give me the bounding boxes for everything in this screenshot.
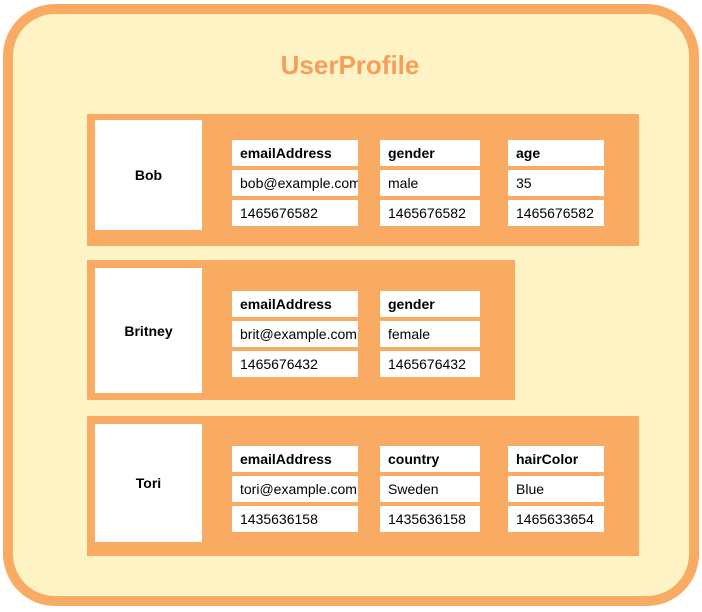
column-name-cell: age bbox=[508, 140, 604, 166]
column-value-cell: female bbox=[380, 321, 480, 347]
column-timestamp-cell: 1465676582 bbox=[508, 200, 604, 226]
row-key-label: Bob bbox=[134, 167, 163, 183]
column-name-cell: emailAddress bbox=[232, 446, 358, 472]
column-name-cell: emailAddress bbox=[232, 140, 358, 166]
panel-title: UserProfile bbox=[280, 50, 420, 80]
column-name-cell: emailAddress bbox=[232, 291, 358, 317]
row-key-box-tori: Tori bbox=[95, 424, 202, 542]
column-value-cell: 35 bbox=[508, 170, 604, 196]
column-value-cell: Blue bbox=[508, 476, 604, 502]
column-name-cell: gender bbox=[380, 140, 480, 166]
row-tori: Tori emailAddress tori@example.com 14356… bbox=[87, 416, 639, 556]
column-value-cell: Sweden bbox=[380, 476, 480, 502]
column-name-cell: gender bbox=[380, 291, 480, 317]
column-group-gender: gender male 1465676582 bbox=[380, 140, 480, 226]
column-group-age: age 35 1465676582 bbox=[508, 140, 604, 226]
column-timestamp-cell: 1465676582 bbox=[380, 200, 480, 226]
column-timestamp-cell: 1435636158 bbox=[232, 506, 358, 532]
column-value-cell: bob@example.com bbox=[232, 170, 358, 196]
column-name-cell: country bbox=[380, 446, 480, 472]
column-timestamp-cell: 1465676582 bbox=[232, 200, 358, 226]
column-value-cell: tori@example.com bbox=[232, 476, 358, 502]
column-group-emailaddress: emailAddress bob@example.com 1465676582 bbox=[232, 140, 358, 226]
row-key-box-britney: Britney bbox=[95, 268, 202, 393]
row-bob: Bob emailAddress bob@example.com 1465676… bbox=[87, 114, 639, 246]
column-group-country: country Sweden 1435636158 bbox=[380, 446, 480, 532]
column-name-cell: hairColor bbox=[508, 446, 604, 472]
column-timestamp-cell: 1435636158 bbox=[380, 506, 480, 532]
column-group-gender: gender female 1465676432 bbox=[380, 291, 480, 377]
column-group-emailaddress: emailAddress tori@example.com 1435636158 bbox=[232, 446, 358, 532]
column-value-cell: male bbox=[380, 170, 480, 196]
column-timestamp-cell: 1465676432 bbox=[380, 351, 480, 377]
row-key-label: Tori bbox=[135, 475, 162, 491]
row-key-label: Britney bbox=[124, 322, 173, 339]
row-britney: Britney emailAddress brit@example.com 14… bbox=[87, 260, 515, 400]
userprofile-panel: UserProfile Bob emailAddress bob@example… bbox=[3, 4, 699, 606]
column-group-emailaddress: emailAddress brit@example.com 1465676432 bbox=[232, 291, 358, 377]
column-group-haircolor: hairColor Blue 1465633654 bbox=[508, 446, 604, 532]
row-key-box-bob: Bob bbox=[95, 120, 202, 230]
column-timestamp-cell: 1465676432 bbox=[232, 351, 358, 377]
column-timestamp-cell: 1465633654 bbox=[508, 506, 604, 532]
column-value-cell: brit@example.com bbox=[232, 321, 358, 347]
